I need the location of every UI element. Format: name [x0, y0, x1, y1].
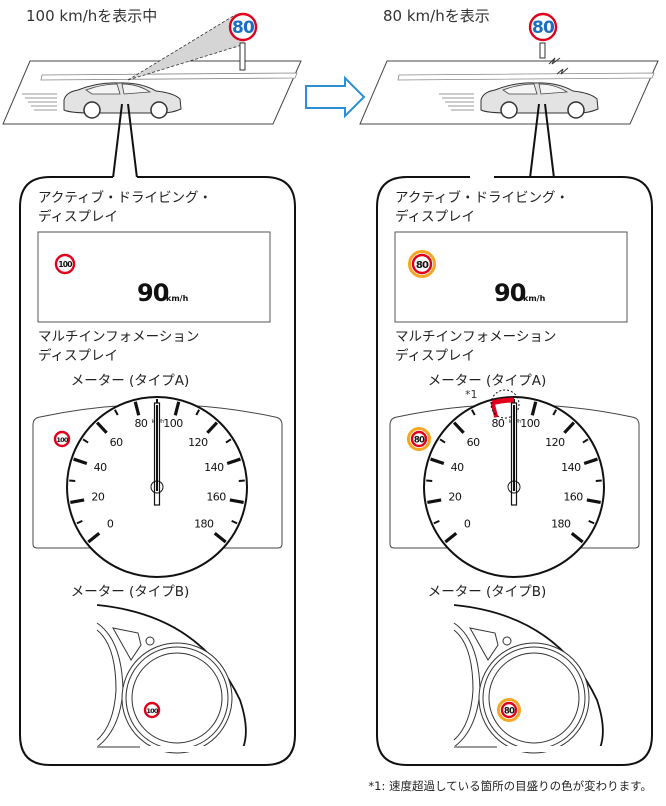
dial-label: 20: [91, 491, 104, 504]
dial-label: 60: [110, 436, 123, 449]
meter-b-speed-sign: 100: [145, 703, 159, 717]
speedometer-dial: 020406080100120140160180km/h: [67, 397, 247, 577]
current-speed: 90: [137, 279, 169, 307]
meter-a-title: メーター (タイプA): [71, 373, 190, 389]
speed-unit: km/h: [523, 294, 546, 303]
sign-value: 100: [146, 707, 158, 715]
dial-label: 180: [194, 518, 214, 531]
dial-label: 80: [134, 417, 147, 430]
adp-title: アクティブ・ドライビング・: [395, 189, 569, 206]
current-speed: 90: [494, 279, 526, 307]
sign-value: 80: [232, 18, 255, 38]
dial-label: 160: [563, 491, 583, 504]
speed-sign: 80: [530, 14, 556, 40]
arrow-right-icon: [306, 78, 364, 116]
dial-label: 180: [551, 518, 571, 531]
sign-post: [540, 43, 545, 58]
active-driving-display: [395, 232, 627, 322]
meter-b-title: メーター (タイプB): [71, 584, 190, 600]
dial-label: 80: [491, 417, 504, 430]
dial-label: 100: [163, 417, 183, 430]
sign-value: 80: [532, 18, 555, 38]
adp-speed-sign: 100: [56, 255, 74, 273]
adp-title: アクティブ・ドライビング・: [38, 189, 212, 206]
dial-label: 60: [467, 436, 480, 449]
dial-label: 120: [545, 436, 565, 449]
dial-label: 40: [94, 461, 107, 474]
meter-a-speed-sign: 80: [409, 429, 430, 450]
active-driving-display: [38, 232, 270, 322]
mid-title: ディスプレイ: [395, 347, 475, 364]
dial-label: 140: [561, 461, 581, 474]
dial-label: 160: [206, 491, 226, 504]
sign-value: 80: [504, 707, 515, 717]
sign-value: 80: [416, 260, 429, 271]
footnote: *1: 速度超過している箇所の目盛りの色が変わります。: [368, 779, 652, 793]
speed-sign: 80: [230, 14, 256, 40]
dial-label: 140: [204, 461, 224, 474]
dial-label: 120: [188, 436, 208, 449]
dial-label: 20: [448, 491, 461, 504]
meter-a-speed-sign: 100: [55, 432, 69, 446]
overspeed-arc: [493, 400, 514, 403]
mid-title: マルチインフォメーション: [38, 329, 199, 345]
dial-label: 0: [107, 518, 114, 531]
dial-label: 0: [464, 518, 471, 531]
dial-label: 40: [451, 461, 464, 474]
adp-speed-sign: 80: [410, 252, 435, 277]
sign-value: 80: [414, 436, 425, 446]
scene-caption: 100 km/hを表示中: [26, 7, 157, 25]
meter-b-speed-sign: 80: [499, 700, 520, 721]
dial-label: 100: [520, 417, 540, 430]
mid-title: マルチインフォメーション: [395, 329, 556, 345]
meter-b-title: メーター (タイプB): [428, 584, 547, 600]
sign-value: 100: [58, 260, 72, 269]
scene-after: 80 km/hを表示 80: [360, 7, 658, 178]
sign-post: [240, 43, 245, 70]
note-marker: *1: [465, 388, 478, 401]
mid-title: ディスプレイ: [38, 347, 118, 364]
meter-a-title: メーター (タイプA): [428, 373, 547, 389]
adp-title: ディスプレイ: [395, 208, 475, 225]
sign-value: 100: [56, 436, 68, 444]
scene-before: 100 km/hを表示中 80: [3, 7, 301, 178]
speed-unit: km/h: [166, 294, 189, 303]
adp-title: ディスプレイ: [38, 208, 118, 225]
scene-caption: 80 km/hを表示: [383, 7, 490, 25]
